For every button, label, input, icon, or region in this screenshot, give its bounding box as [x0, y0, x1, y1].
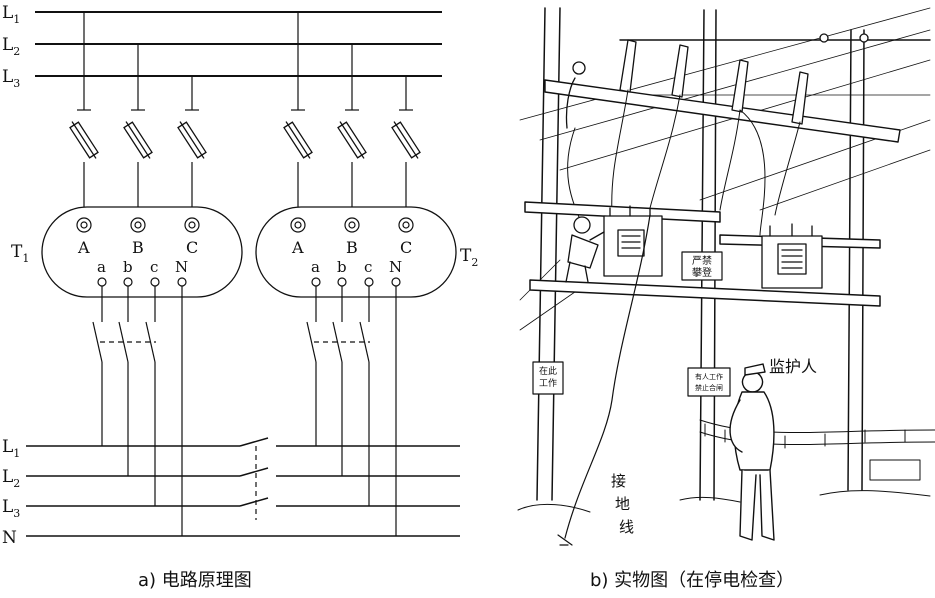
worker-on-platform — [565, 216, 605, 283]
grounding-wire-label-2: 地 — [615, 495, 630, 513]
bottom-bus-label-n: N — [2, 528, 17, 548]
t2-terminal-a-low: a — [311, 258, 320, 276]
bottom-bus-lines — [26, 437, 460, 537]
physical-illustration: 严禁 攀登 在此 工作 有人工作 禁止合闸 监护人 接 地 线 — [517, 7, 935, 546]
ground-lines — [517, 490, 931, 513]
top-bus-label-3: L3 — [2, 67, 20, 90]
transformer-t2: A B C a b c N — [255, 206, 457, 298]
sign-working-here: 在此 工作 — [532, 361, 564, 395]
t1-terminal-c-low: c — [150, 258, 158, 276]
grounding-wire-label-1: 接 — [611, 472, 626, 490]
supervisor-label: 监护人 — [769, 357, 817, 376]
t2-terminal-b: B — [346, 238, 358, 257]
transformer-2-body — [761, 223, 823, 289]
sign-no-switch-line2: 禁止合闸 — [695, 383, 723, 392]
overhead-wires — [519, 7, 931, 331]
cross-arm-upper — [544, 39, 931, 143]
circuit-diagram: L1 L2 L3 — [2, 3, 478, 591]
t1-terminal-b-low: b — [123, 258, 133, 276]
t1-low-voltage-switch — [92, 286, 183, 536]
sign-no-switch-line1: 有人工作 — [695, 372, 723, 381]
bottom-bus-label-1: L1 — [2, 437, 20, 460]
grounding-wire — [557, 214, 651, 546]
bottom-bus-label-3: L3 — [2, 497, 20, 520]
t2-terminal-c-low: c — [364, 258, 372, 276]
t1-terminal-a-low: a — [97, 258, 106, 276]
bottom-bus-label-2: L2 — [2, 467, 20, 490]
t1-label: T1 — [11, 242, 29, 265]
sign-danger-platform: 严禁 攀登 — [681, 251, 723, 281]
bus-drops — [77, 12, 413, 111]
sign-working-here-line2: 工作 — [539, 377, 557, 389]
top-bus-lines — [35, 11, 442, 77]
t1-terminal-b: B — [132, 238, 144, 257]
drop-leads — [567, 89, 801, 236]
t2-terminal-c: C — [400, 238, 412, 257]
fence — [699, 419, 935, 481]
sign-danger-platform-line1: 严禁 — [692, 255, 712, 267]
grounding-wire-label-3: 线 — [619, 518, 634, 536]
caption-a: a) 电路原理图 — [138, 570, 252, 591]
t2-terminal-b-low: b — [337, 258, 347, 276]
drop-out-fuses — [565, 33, 869, 129]
bottom-bus-labels: L1 L2 L3 N — [2, 437, 20, 548]
top-bus-label-1: L1 — [2, 3, 20, 26]
transformer-t1: A B C a b c N — [41, 206, 243, 298]
t2-terminal-n: N — [389, 258, 402, 276]
supervisor-person — [729, 363, 775, 541]
transformer-1-body — [603, 205, 663, 277]
t2-low-voltage-switch — [306, 286, 397, 536]
sign-working-here-line1: 在此 — [539, 365, 557, 377]
t1-terminal-n: N — [175, 258, 188, 276]
t1-terminal-c: C — [186, 238, 198, 257]
t2-label: T2 — [460, 246, 478, 269]
sign-danger-platform-line2: 攀登 — [692, 266, 712, 279]
sign-no-switch: 有人工作 禁止合闸 — [687, 367, 731, 397]
caption-b: b) 实物图（在停电检查） — [590, 570, 794, 591]
top-bus-label-2: L2 — [2, 35, 20, 58]
fuses — [69, 121, 421, 159]
t1-terminal-a: A — [77, 238, 90, 257]
t2-terminal-a: A — [291, 238, 304, 257]
